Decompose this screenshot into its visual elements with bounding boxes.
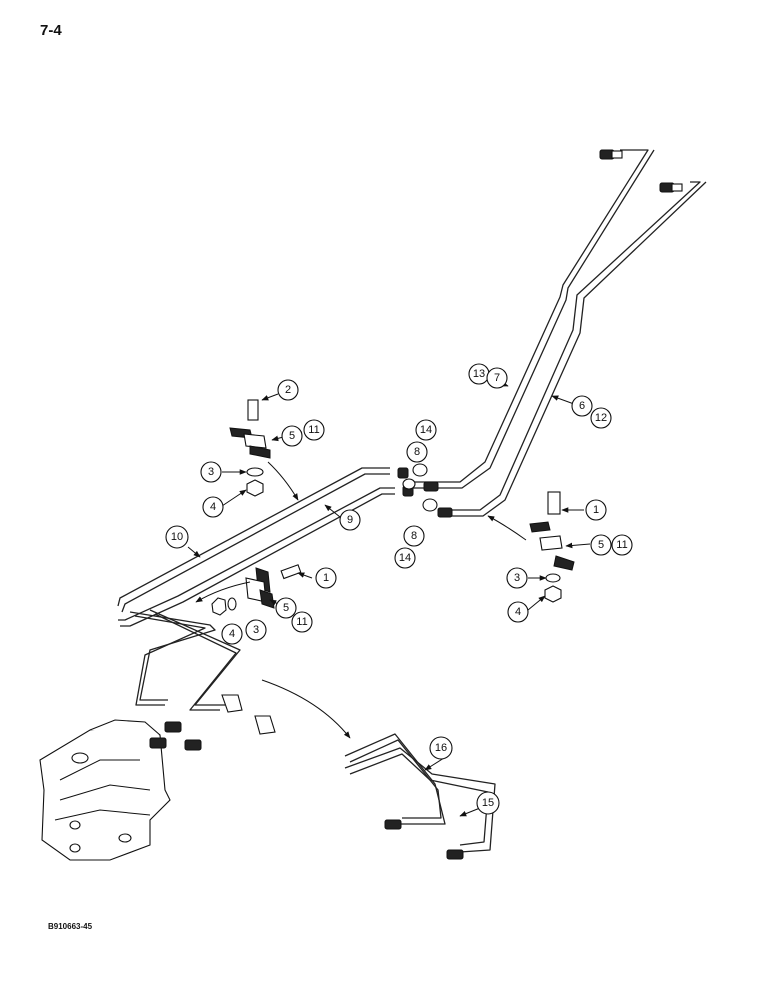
callout-3-c: 3: [506, 567, 528, 589]
callout-label: 5: [289, 430, 295, 442]
callout-1-c: 1: [585, 499, 607, 521]
callout-label: 1: [593, 504, 599, 516]
callout-4-a: 4: [202, 496, 224, 518]
callout-11-c: 11: [611, 534, 633, 556]
callout-6: 6: [571, 395, 593, 417]
clamp-group-a: [229, 399, 271, 497]
callout-5-c: 5: [590, 534, 612, 556]
tube-10: [117, 467, 390, 613]
callout-label: 14: [420, 424, 432, 436]
callout-4-b: 4: [221, 623, 243, 645]
callout-11-b: 11: [291, 611, 313, 633]
callout-10: 10: [165, 525, 189, 549]
callout-12: 12: [590, 407, 612, 429]
page-number: 7-4: [40, 22, 62, 39]
callout-label: 5: [598, 539, 604, 551]
callout-label: 11: [308, 424, 319, 436]
callout-label: 8: [414, 446, 420, 458]
callout-3-b: 3: [245, 619, 267, 641]
callout-3-a: 3: [200, 461, 222, 483]
callout-13: 13: [468, 363, 490, 385]
control-valve: [39, 694, 276, 861]
arrow-clamp-c: [487, 515, 527, 541]
callout-label: 16: [435, 742, 447, 754]
callout-14-b: 14: [394, 547, 416, 569]
callout-15: 15: [476, 791, 500, 815]
callout-label: 3: [253, 624, 259, 636]
callout-label: 13: [473, 368, 485, 380]
callout-label: 15: [482, 797, 494, 809]
callout-8-a: 8: [406, 441, 428, 463]
callout-1-b: 1: [315, 567, 337, 589]
callout-label: 1: [323, 572, 329, 584]
callout-4-c: 4: [507, 601, 529, 623]
callout-label: 6: [579, 400, 585, 412]
valve-lines: [129, 609, 241, 711]
callout-label: 4: [515, 606, 521, 618]
clamp-group-c: [529, 491, 575, 603]
callout-label: 3: [514, 572, 520, 584]
callout-label: 5: [283, 602, 289, 614]
callout-label: 10: [171, 531, 183, 543]
callout-label: 4: [229, 628, 235, 640]
tube-7: [405, 149, 655, 489]
callout-label: 2: [285, 384, 291, 396]
callout-label: 4: [210, 501, 216, 513]
callout-label: 3: [208, 466, 214, 478]
callout-label: 11: [616, 539, 627, 551]
callout-label: 14: [399, 552, 411, 564]
callout-label: 11: [296, 616, 307, 628]
arrow-clamp-a: [267, 461, 299, 501]
callout-9: 9: [339, 509, 361, 531]
center-fittings: [397, 463, 453, 518]
callout-11-a: 11: [303, 419, 325, 441]
callout-label: 9: [347, 514, 353, 526]
clamp-group-b: [211, 564, 302, 616]
callout-label: 12: [595, 412, 607, 424]
callout-14-a: 14: [415, 419, 437, 441]
callout-7: 7: [486, 367, 508, 389]
tube-9: [118, 487, 395, 627]
callout-8-b: 8: [403, 525, 425, 547]
inset-fittings: [384, 819, 464, 860]
arrow-inset: [261, 679, 351, 739]
callout-1-a: 2: [277, 379, 299, 401]
tube-end-fitting-upper: [599, 149, 683, 193]
callout-5-a: 5: [281, 425, 303, 447]
tube-6: [440, 181, 707, 517]
callout-label: 8: [411, 530, 417, 542]
tube-15: [349, 753, 489, 846]
arrow-clamp-b: [195, 581, 251, 603]
callout-16: 16: [429, 736, 453, 760]
callout-5-b: 5: [275, 597, 297, 619]
tube-16: [344, 733, 496, 853]
figure-code: B910663-45: [48, 922, 93, 931]
callout-label: 7: [494, 372, 500, 384]
